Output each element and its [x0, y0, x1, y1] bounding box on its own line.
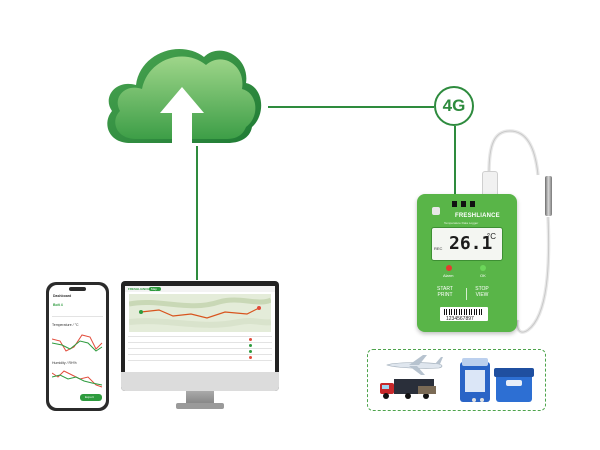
stop-view-key[interactable]: STOP VIEW	[475, 286, 489, 298]
phone-device-name: Bolt 4	[53, 303, 63, 307]
desktop-topbar	[125, 286, 275, 292]
probe-cable	[487, 129, 551, 334]
logger-brand: FRESHLIANCE	[455, 213, 500, 219]
desktop-nav-active[interactable]: Map	[149, 287, 161, 291]
table-row	[128, 354, 272, 355]
lcd-unit: °C	[487, 232, 496, 241]
cloud-to-4g-line	[268, 106, 434, 108]
logger-signal-bars	[452, 201, 476, 207]
cloud-to-monitor-line	[196, 146, 198, 280]
phone-screen: Dashboard Bolt 4 Temperature / °C Humidi…	[49, 285, 106, 408]
probe-tip	[545, 176, 552, 216]
airplane-icon	[386, 355, 443, 375]
phone-export-label: Export	[85, 395, 94, 399]
4g-to-logger-line	[454, 126, 456, 194]
monitor-stand	[186, 391, 214, 403]
desktop-nav-active-label: Map	[151, 287, 157, 291]
status-dot	[249, 356, 252, 359]
barcode-bars	[444, 309, 484, 315]
table-row	[128, 342, 272, 343]
status-dot	[249, 338, 252, 341]
4g-badge: 4G	[434, 86, 474, 126]
transport-scenarios-box	[367, 349, 546, 411]
logger-lcd	[431, 227, 503, 261]
cooler-box-icon	[460, 358, 534, 402]
phone-humidity-chart	[52, 370, 103, 388]
phone-export-button[interactable]: Export	[80, 394, 102, 401]
serial-barcode	[440, 307, 488, 321]
table-row	[128, 360, 272, 361]
logger-brand-sub: Temperature Data Logger	[444, 221, 479, 225]
start-print-key[interactable]: START PRINT	[437, 286, 453, 298]
status-dot	[249, 344, 252, 347]
alarm-led-label: Alarm	[443, 273, 454, 278]
monitor-foot	[176, 403, 224, 409]
phone-humidity-title: Humidity / RH%	[52, 361, 77, 365]
4g-label: 4G	[442, 96, 466, 115]
serial-number: 1234567897	[446, 316, 474, 322]
desktop-brand: FRESHLIANCE	[128, 287, 150, 291]
phone-divider	[52, 316, 103, 317]
table-row	[128, 348, 272, 349]
truck-icon	[380, 379, 436, 399]
desktop-map	[129, 294, 271, 332]
phone-temperature-chart	[52, 334, 103, 352]
ok-led	[480, 265, 486, 271]
cloud-upload-icon	[107, 49, 262, 147]
phone-temperature-title: Temperature / °C	[52, 323, 79, 327]
ok-led-label: OK	[480, 273, 486, 278]
status-dot	[249, 350, 252, 353]
logger-top-button[interactable]	[432, 207, 440, 215]
table-row	[128, 336, 272, 337]
key-divider	[466, 288, 467, 300]
lcd-status: REC	[434, 246, 443, 251]
phone-header: Dashboard	[53, 294, 72, 298]
monitor-screen: FRESHLIANCE Map	[125, 286, 275, 372]
lcd-temperature: 26.1	[449, 233, 493, 254]
alarm-led	[446, 265, 452, 271]
monitor-chin	[121, 372, 279, 391]
phone-notch	[69, 287, 86, 291]
